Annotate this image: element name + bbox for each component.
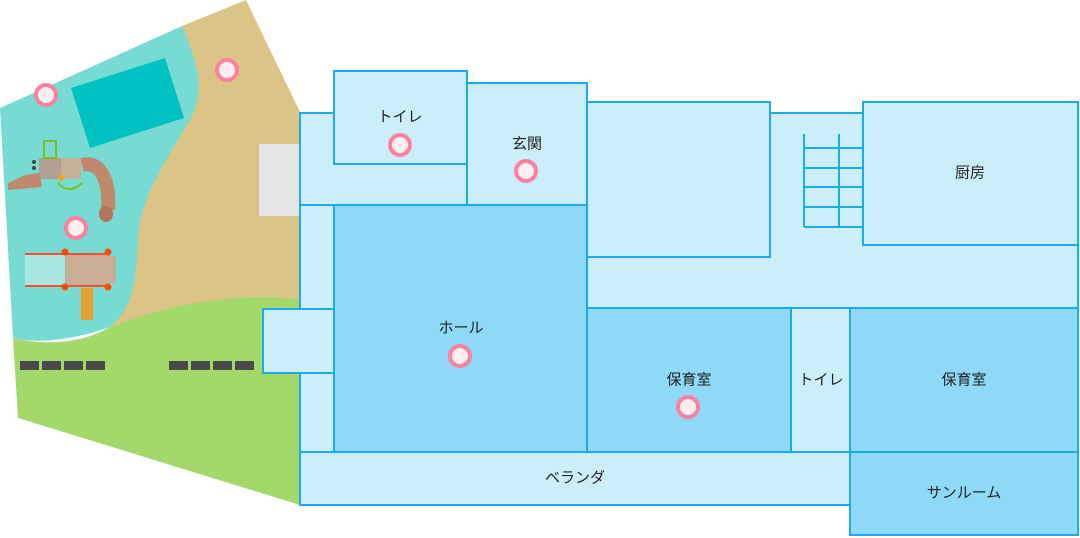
building: トイレ 玄関 厨房 ホール 保育室 トイレ 保育室 ベランダ サンルーム	[262, 70, 1079, 536]
yard	[0, 0, 300, 505]
label-kitchen: 厨房	[955, 164, 985, 182]
marker-playground-1[interactable]	[34, 83, 58, 107]
label-veranda: ベランダ	[545, 469, 605, 487]
room-unlabeled[interactable]	[586, 101, 771, 258]
lawn	[13, 297, 300, 505]
room-entrance[interactable]	[466, 82, 588, 206]
room-nursery-1[interactable]	[586, 307, 792, 453]
room-nursery-2[interactable]	[849, 307, 1079, 453]
side-entrance[interactable]	[262, 308, 335, 374]
room-sunroom[interactable]	[849, 451, 1079, 536]
stairs	[803, 134, 863, 228]
location-markers	[34, 58, 700, 419]
climbing-net-equipment	[25, 248, 116, 320]
marker-sand-yard[interactable]	[215, 58, 239, 82]
pool	[71, 58, 184, 148]
marker-nursery[interactable]	[676, 395, 700, 419]
label-nursery-1: 保育室	[666, 371, 711, 389]
slide-equipment	[8, 140, 116, 222]
label-hall: ホール	[438, 319, 483, 337]
storage-shed	[259, 144, 300, 216]
room-kitchen[interactable]	[862, 101, 1079, 246]
label-nursery-2: 保育室	[941, 371, 986, 389]
sand-yard	[110, 0, 300, 330]
marker-playground-2[interactable]	[64, 216, 88, 240]
room-hall[interactable]	[333, 204, 588, 453]
benches	[20, 361, 254, 370]
room-toilet-mid[interactable]	[790, 307, 851, 453]
label-toilet-top: トイレ	[377, 108, 422, 126]
label-entrance: 玄関	[512, 135, 542, 153]
marker-hall[interactable]	[448, 344, 472, 368]
marker-toilet[interactable]	[388, 133, 412, 157]
label-sunroom: サンルーム	[927, 484, 1002, 502]
marker-entrance[interactable]	[514, 159, 538, 183]
label-toilet-mid: トイレ	[798, 371, 843, 389]
